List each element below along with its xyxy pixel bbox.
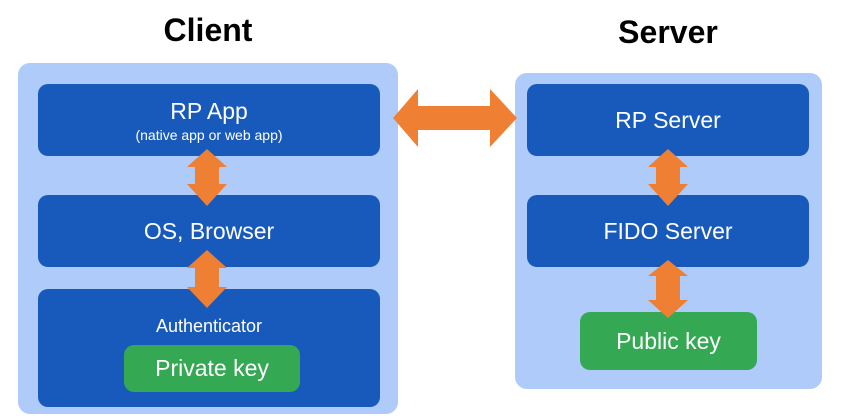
private-key-box: Private key (124, 345, 300, 392)
client-server-arrow (393, 89, 517, 147)
os-authenticator-arrow (187, 250, 227, 308)
rpserver-fido-arrow (648, 149, 688, 206)
fido-server-label: FIDO Server (603, 217, 733, 244)
rp-app-sublabel: (native app or web app) (135, 126, 283, 143)
rp-app-box: RP App (native app or web app) (38, 84, 380, 156)
fido-server-box: FIDO Server (527, 195, 809, 267)
rp-server-box: RP Server (527, 84, 809, 156)
public-key-box: Public key (580, 312, 757, 370)
rp-server-label: RP Server (615, 106, 721, 133)
client-title: Client (163, 12, 253, 48)
os-browser-label: OS, Browser (143, 217, 275, 244)
authenticator-label: Authenticator (155, 316, 263, 336)
rp-app-label: RP App (170, 97, 248, 124)
rpapp-os-arrow (187, 149, 227, 206)
fido-publickey-arrow (648, 260, 688, 318)
server-title: Server (618, 14, 718, 50)
